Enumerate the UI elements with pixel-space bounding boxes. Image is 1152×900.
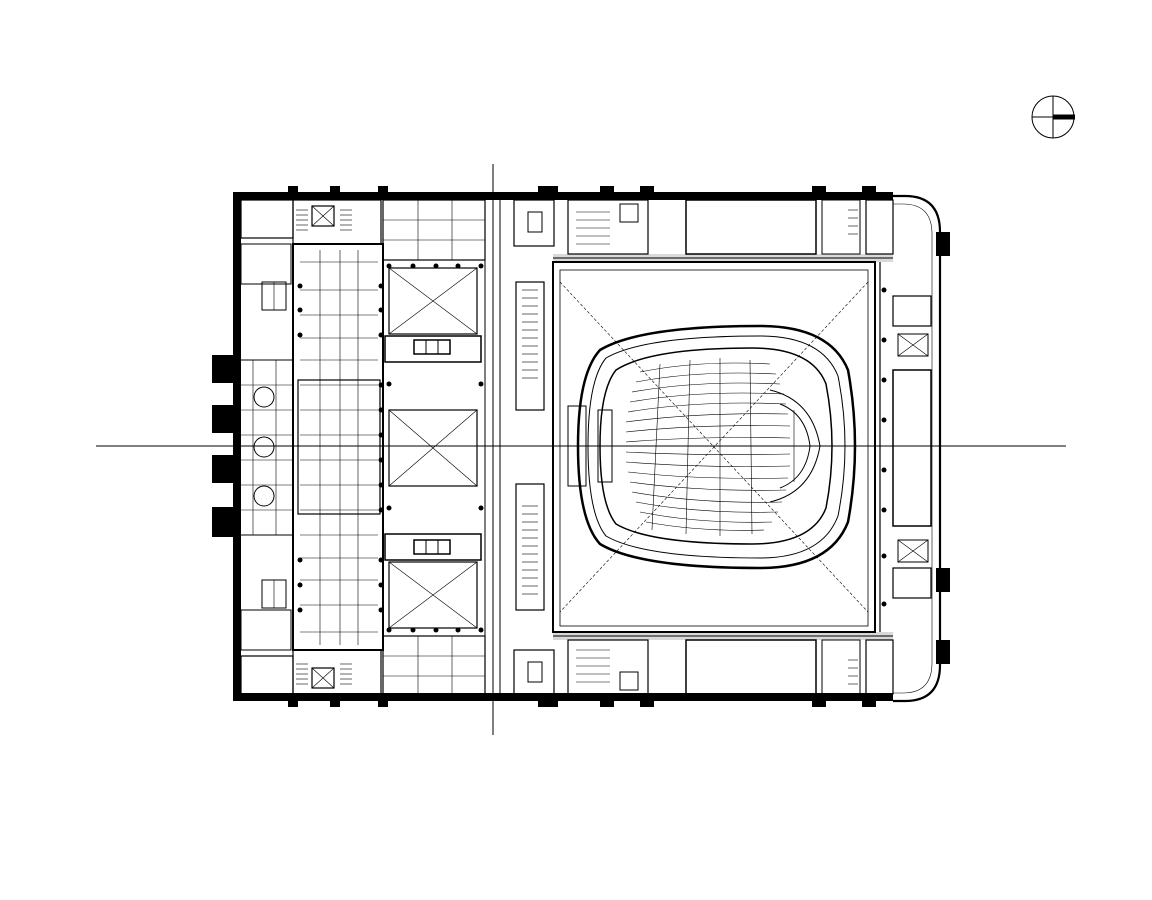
stair-icon bbox=[292, 199, 382, 695]
auditorium-seating bbox=[567, 324, 857, 570]
backstage-rooms bbox=[685, 199, 932, 695]
lobby-hall bbox=[292, 243, 384, 651]
elevator-icon bbox=[384, 335, 482, 561]
auditorium-enclosure bbox=[552, 254, 893, 640]
axis-lines bbox=[96, 164, 1066, 735]
north-arrow-icon bbox=[1031, 95, 1075, 139]
entrance-zone bbox=[234, 199, 294, 695]
middle-bays bbox=[382, 199, 501, 695]
escalators bbox=[513, 199, 555, 695]
stair-icon-right bbox=[567, 199, 894, 695]
building-outline bbox=[212, 186, 950, 707]
